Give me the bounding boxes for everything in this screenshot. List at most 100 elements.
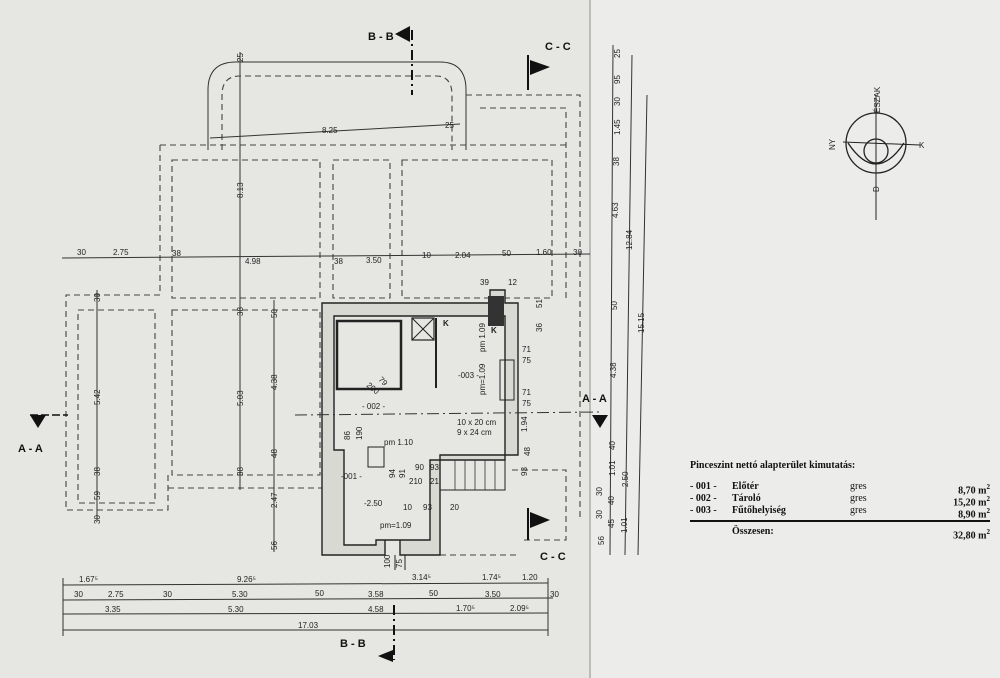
dim-label: 15.15	[637, 312, 646, 333]
dim-label: 93	[430, 463, 439, 472]
dim-label: 4.38	[609, 362, 618, 378]
floor-level-label: pm 1.09	[478, 323, 487, 352]
room-name: Tároló	[732, 493, 761, 504]
room-area: 15,20 m2	[900, 493, 991, 509]
dim-label: 56	[597, 536, 606, 545]
dim-label: 12.84	[625, 229, 634, 250]
table-row: - 003 - Fűtőhelyiség gres 8,90 m2	[690, 505, 990, 520]
dim-label: 30	[93, 293, 102, 302]
dim-label: 10	[403, 503, 412, 512]
dim-label: 91	[398, 469, 407, 478]
dim-label: 2.09⁵	[510, 604, 529, 613]
section-marks: B - B C - C C - C B - B A - A A - A	[18, 26, 608, 662]
dim-label: 30	[595, 510, 604, 519]
north-arrow-compass: ÉSZAK NY K D	[828, 86, 925, 220]
dimension-lines	[61, 44, 648, 636]
dim-label: 17.03	[298, 621, 319, 630]
dim-label: 94	[388, 469, 397, 478]
area-value: 15,20 m	[953, 497, 987, 509]
table-total-row: Összesen: 32,80 m2	[690, 526, 991, 542]
chimney-box	[411, 317, 435, 341]
dim-label: 1.67⁵	[79, 575, 98, 584]
section-cc-top: C - C	[545, 41, 571, 53]
dim-label: 2.75	[108, 590, 124, 599]
room-area: 8,70 m2	[900, 481, 991, 496]
floor-finish: gres	[850, 481, 867, 492]
dim-label: 190	[355, 426, 364, 440]
dim-label: 39	[480, 278, 489, 287]
dim-label: 38	[172, 249, 181, 258]
total-value: 32,80 m	[953, 530, 987, 542]
table-title: Pinceszint nettó alapterület kimutatás:	[690, 460, 856, 471]
dim-label: 75	[522, 399, 531, 408]
dim-label: 30	[77, 248, 86, 257]
dim-label: 8.25	[322, 126, 338, 135]
dim-label: 5.03	[236, 390, 245, 406]
section-bb-top: B - B	[368, 31, 394, 43]
paper-right-half	[590, 0, 1000, 678]
room-code: - 001 -	[690, 481, 717, 492]
dim-label: 30	[613, 97, 622, 106]
total-label: Összesen:	[732, 526, 774, 537]
floor-level-label: pm=1.09	[380, 521, 412, 530]
room-002-label: - 002 -	[362, 402, 385, 411]
compass-east-label: K	[919, 141, 925, 150]
dim-label: 2.04	[455, 251, 471, 260]
area-unit-exponent: 2	[986, 483, 991, 491]
compass-south-label: D	[872, 186, 881, 192]
room-labels: - 002 - -003 - -001 -	[341, 371, 479, 481]
dim-label: 38	[93, 467, 102, 476]
dim-label: 3.50	[485, 590, 501, 599]
compass-north-label: ÉSZAK	[873, 86, 882, 113]
dim-label: 75	[522, 356, 531, 365]
dim-label: 21	[430, 477, 439, 486]
dim-label: 38	[612, 157, 621, 166]
dim-label: 1.45	[613, 119, 622, 135]
dim-label: 56	[270, 541, 279, 550]
dim-label: 1.20	[522, 573, 538, 582]
dim-label: 3.58	[368, 590, 384, 599]
dim-label: 30	[163, 590, 172, 599]
room-001-label: -001 -	[341, 472, 362, 481]
room-name: Előtér	[732, 481, 759, 492]
dim-label: 8.13	[236, 182, 245, 198]
dim-label: 25	[445, 121, 454, 130]
annotations: pm 1.10 pm=1.09 pm=1.09 pm 1.09 10 x 20 …	[343, 278, 544, 568]
room-code: - 002 -	[690, 493, 717, 504]
area-unit-exponent: 2	[986, 528, 991, 536]
dim-label: 2.75	[113, 248, 129, 257]
dim-label: 93	[423, 503, 432, 512]
area-summary-table: Pinceszint nettó alapterület kimutatás: …	[690, 460, 991, 542]
dim-label: 5.30	[232, 590, 248, 599]
dim-label: 1.74⁵	[482, 573, 501, 582]
dim-label: 3.14⁵	[412, 573, 431, 582]
floor-level-label: pm 1.10	[384, 438, 413, 447]
dim-label: 50	[429, 589, 438, 598]
dim-label: 40	[608, 441, 617, 450]
top-dimension-row: 30 2.75 38 4.98 38 3.50 10 2.04 50 1.60 …	[77, 248, 582, 266]
dim-label: 10	[422, 251, 431, 260]
right-dimensions: 25 95 30 1.45 38 4.63 50 4.38 40 1.01 30…	[595, 49, 646, 545]
room-003-label: -003 -	[458, 371, 479, 380]
dim-label: 1.70⁵	[456, 604, 475, 613]
dim-label: 25	[613, 49, 622, 58]
left-dimensions: 30 5.42 38 59 30 38 5.03 38 50 4.38 48 2…	[93, 293, 279, 550]
foundation-outlines	[65, 144, 567, 556]
room-code: - 003 -	[690, 505, 717, 516]
dim-label: 2.50	[621, 471, 630, 487]
dim-label: 38	[334, 257, 343, 266]
dim-label: 30	[93, 515, 102, 524]
dim-label: 50	[610, 301, 619, 310]
bottom-dimensions: 1.67⁵ 9.26⁵ 3.14⁵ 1.74⁵ 1.20 30 2.75 30 …	[74, 573, 559, 630]
dim-label: 30	[595, 487, 604, 496]
dim-label: 75	[395, 559, 404, 568]
dim-label: 9.26⁵	[237, 575, 256, 584]
dim-label: 1.01	[620, 517, 629, 533]
total-area: 32,80 m2	[900, 526, 991, 542]
dim-label: 30	[573, 248, 582, 257]
dim-label: 1.60	[536, 248, 552, 257]
dim-label: 20	[450, 503, 459, 512]
terrace-dimensions: 8.25 25 25 8.13	[236, 53, 454, 198]
area-unit-exponent: 2	[986, 495, 991, 503]
